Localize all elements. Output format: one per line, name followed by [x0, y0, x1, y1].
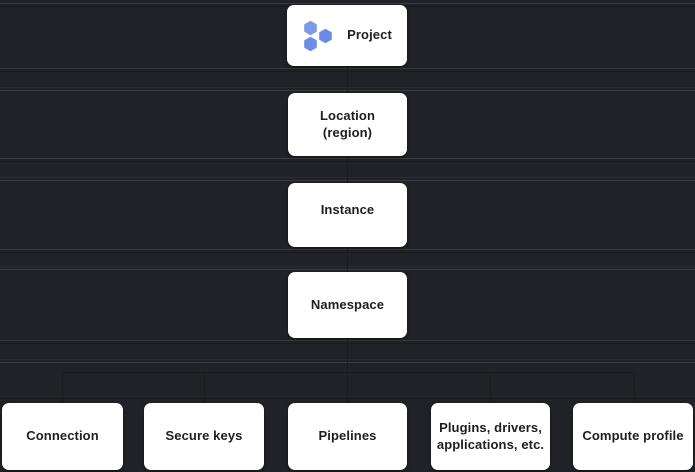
node-label: Project [347, 27, 392, 43]
connector-drop-secure-keys [204, 372, 205, 403]
connector-drop-compute-profile [634, 372, 635, 403]
band-line [0, 343, 695, 344]
band-line [0, 71, 695, 72]
node-instance[interactable]: Instance [288, 183, 407, 247]
node-label: Connection [26, 428, 99, 444]
band-line [0, 180, 695, 181]
band-line [0, 252, 695, 253]
connector-project-location [347, 66, 348, 93]
node-label: Location (region) [320, 108, 375, 140]
band-line [0, 3, 695, 4]
hexagons-icon [302, 20, 336, 52]
band-line [0, 249, 695, 250]
node-label: Pipelines [318, 428, 377, 444]
connector-bus [62, 372, 635, 373]
band-line [0, 362, 695, 363]
band-line [0, 177, 695, 178]
connector-instance-namespace [347, 247, 348, 272]
node-compute-profile[interactable]: Compute profile [573, 403, 693, 470]
band-line [0, 158, 695, 159]
node-label: Namespace [310, 296, 385, 312]
node-label: Compute profile [582, 428, 684, 444]
node-pipelines[interactable]: Pipelines [288, 403, 407, 470]
node-secure-keys[interactable]: Secure keys [144, 403, 264, 470]
band-line [0, 68, 695, 69]
node-label: Plugins, drivers, applications, etc. [436, 420, 545, 452]
band-line [0, 269, 695, 270]
connector-drop-plugins [490, 372, 491, 403]
connector-drop-pipelines [347, 372, 348, 403]
connector-drop-connection [62, 372, 63, 403]
band-line [0, 87, 695, 88]
band-line [0, 161, 695, 162]
band-line [0, 398, 695, 399]
node-label: Instance [320, 201, 375, 217]
node-location[interactable]: Location (region) [288, 93, 407, 156]
band-line [0, 266, 695, 267]
band-line [0, 340, 695, 341]
node-connection[interactable]: Connection [2, 403, 123, 470]
node-plugins[interactable]: Plugins, drivers, applications, etc. [431, 403, 550, 470]
node-namespace[interactable]: Namespace [288, 272, 407, 338]
band-line [0, 359, 695, 360]
node-project[interactable]: Project [287, 5, 407, 66]
connector-namespace-bus [347, 338, 348, 372]
band-line [0, 90, 695, 91]
node-label: Secure keys [165, 428, 243, 444]
connector-location-instance [347, 156, 348, 183]
